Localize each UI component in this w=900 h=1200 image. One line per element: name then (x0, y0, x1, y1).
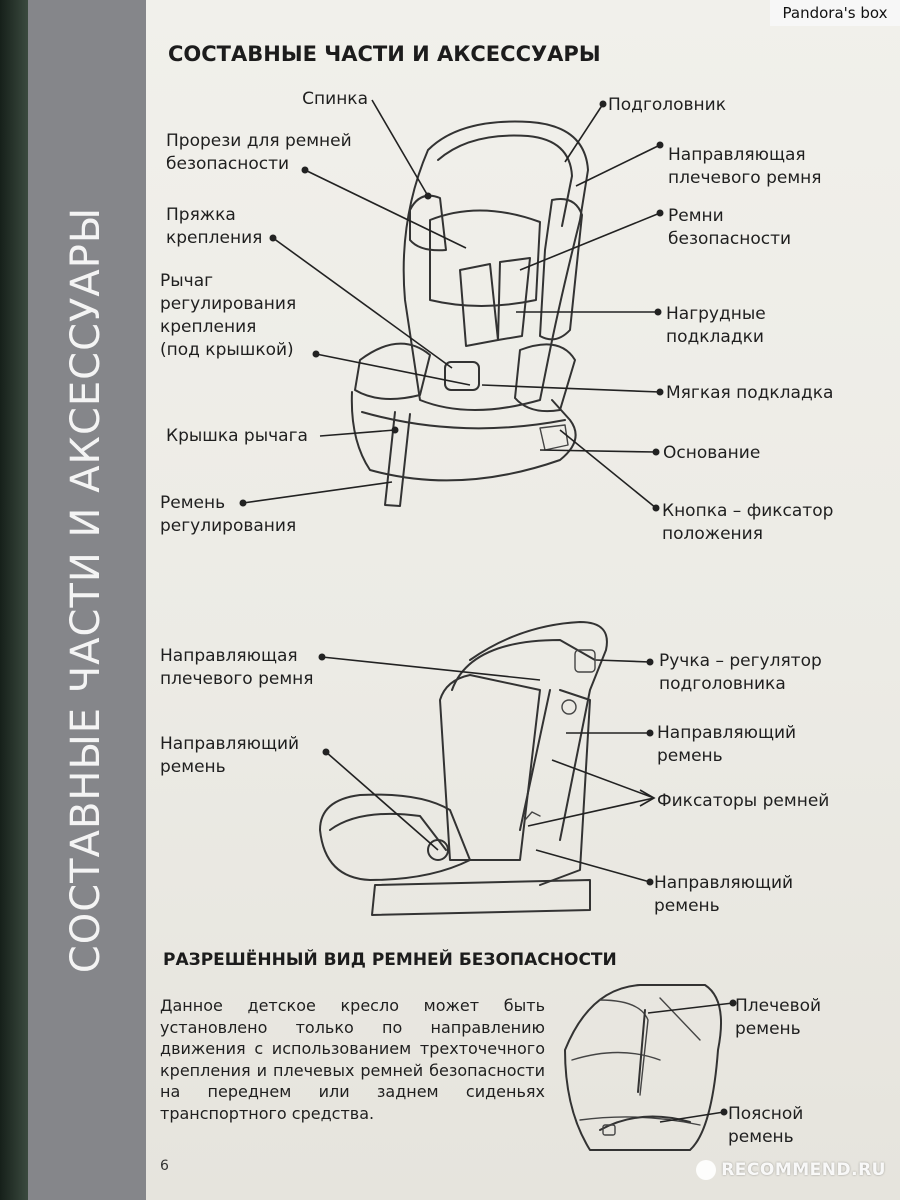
label-lever-cover: Крышка рычага (166, 426, 308, 446)
label-adjust-lever: Рычаг регулирования крепления (под крышк… (160, 271, 297, 360)
front-leader-lines (239, 99, 664, 512)
page-title: СОСТАВНЫЕ ЧАСТИ И АКСЕССУАРЫ (168, 42, 601, 66)
label-adjust-strap: Ремень регулирования (160, 493, 297, 536)
label-side-guide-strap-2: Направляющий ремень (654, 873, 794, 916)
watermark-bottom-text: RECOMMEND.RU (721, 1160, 886, 1180)
sidebar-band (28, 0, 146, 1200)
side-seat-illustration (319, 621, 608, 916)
label-shoulder-guide: Направляющая плечевого ремня (668, 145, 822, 188)
label-side-guide-strap-left: Направляющий ремень (160, 734, 300, 777)
label-buckle: Пряжка крепления (166, 205, 263, 248)
watermark-bottom: RECOMMEND.RU (696, 1160, 886, 1180)
label-side-guide-strap-1: Направляющий ремень (657, 723, 797, 766)
recommend-logo-icon (696, 1160, 717, 1180)
label-chest-pads: Нагрудные подкладки (666, 304, 766, 347)
label-soft-pad: Мягкая подкладка (666, 383, 834, 403)
background-edge (0, 0, 28, 1200)
label-headrest: Подголовник (608, 95, 726, 115)
label-side-shoulder-guide: Направляющая плечевого ремня (160, 646, 314, 689)
label-shoulder-belt: Плечевой ремень (735, 996, 822, 1039)
page-number: 6 (160, 1158, 169, 1174)
label-belt-slots: Прорези для ремней безопасности (166, 131, 352, 174)
watermark-top: Pandora's box (770, 0, 900, 26)
label-lap-belt: Поясной ремень (728, 1104, 804, 1147)
label-base: Основание (663, 443, 761, 463)
label-backrest: Спинка (302, 89, 368, 109)
belt-diagram (564, 984, 737, 1151)
belt-section-title: РАЗРЕШЁННЫЙ ВИД РЕМНЕЙ БЕЗОПАСНОСТИ (163, 950, 617, 970)
side-leader-lines (318, 653, 656, 886)
label-belt-locks: Фиксаторы ремней (657, 791, 830, 811)
label-position-button: Кнопка – фиксатор положения (662, 501, 834, 544)
front-seat-illustration (350, 120, 589, 507)
label-harness: Ремни безопасности (668, 206, 792, 249)
label-headrest-handle: Ручка – регулятор подголовника (659, 651, 822, 694)
belt-section-text: Данное детское кресло может быть установ… (160, 996, 545, 1123)
